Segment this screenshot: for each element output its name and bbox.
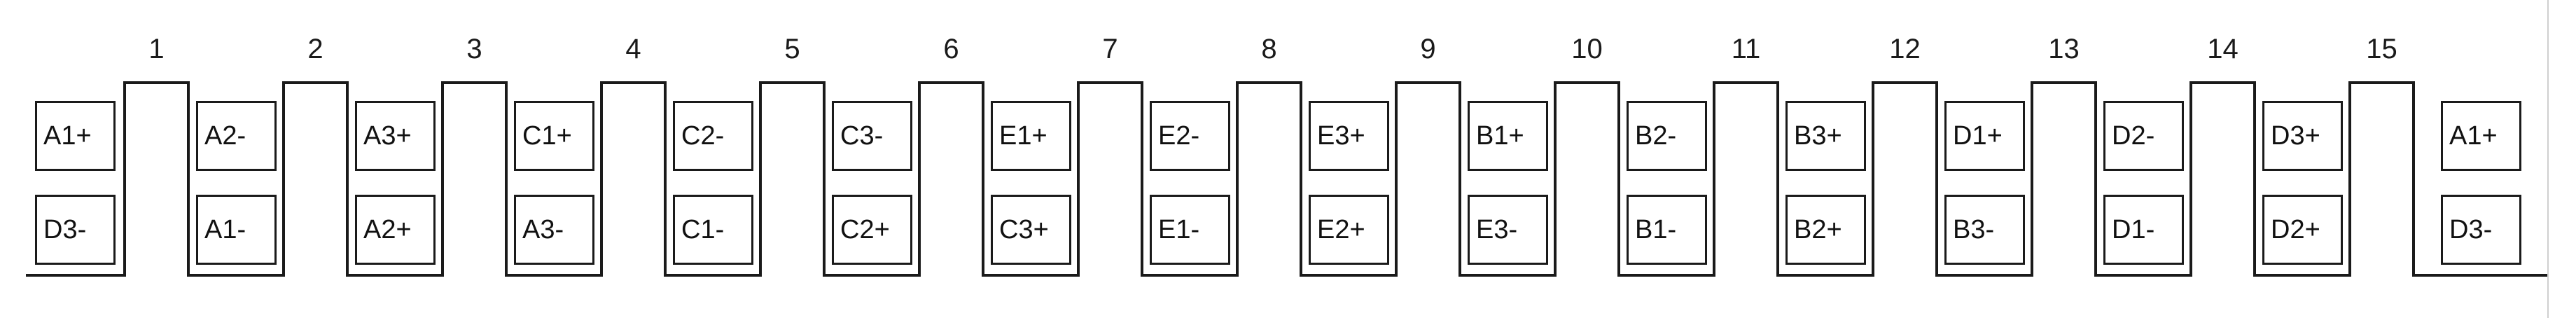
slot-number-14: 14 (2207, 34, 2239, 64)
coil-side-label: C2- (681, 121, 725, 151)
coil-side-box-upper: C2- (673, 101, 753, 171)
coil-side-box-upper: A1+ (35, 101, 116, 171)
coil-side-label: E3- (1476, 215, 1518, 244)
coil-side-box-upper: C1+ (514, 101, 594, 171)
coil-side-label: C2+ (840, 215, 890, 244)
coil-side-box-upper: A2- (196, 101, 277, 171)
coil-side-box-lower: A3- (514, 195, 594, 265)
coil-side-label: D2- (2112, 121, 2155, 151)
coil-side-label: B3+ (1794, 121, 1842, 151)
coil-side-box-upper: D3+ (2262, 101, 2343, 171)
coil-side-box-lower: B1- (1627, 195, 1707, 265)
coil-side-label: C3- (840, 121, 884, 151)
slot-number-4: 4 (625, 34, 641, 64)
coil-side-label: E1+ (999, 121, 1047, 151)
coil-side-box-upper: E3+ (1309, 101, 1389, 171)
coil-side-label: A1+ (43, 121, 92, 151)
coil-side-label: E3+ (1317, 121, 1365, 151)
coil-side-label: A1- (204, 215, 246, 244)
coil-side-label: D2+ (2271, 215, 2320, 244)
slot-number-5: 5 (784, 34, 800, 64)
coil-side-label: A3- (522, 215, 564, 244)
coil-side-label: D1+ (1953, 121, 2003, 151)
coil-side-box-upper: B2- (1627, 101, 1707, 171)
coil-side-box-lower: D3- (35, 195, 116, 265)
coil-side-box-upper: E2- (1150, 101, 1230, 171)
coil-side-label: D3+ (2271, 121, 2320, 151)
slot-number-6: 6 (943, 34, 959, 64)
coil-side-box-lower: D2+ (2262, 195, 2343, 265)
slot-number-10: 10 (1571, 34, 1603, 64)
coil-side-label: B1+ (1476, 121, 1524, 151)
slot-number-3: 3 (466, 34, 482, 64)
coil-side-label: C1- (681, 215, 725, 244)
coil-side-label: C3+ (999, 215, 1049, 244)
slot-number-11: 11 (1731, 34, 1761, 64)
coil-side-label: C1+ (522, 121, 572, 151)
coil-side-box-upper: C3- (832, 101, 912, 171)
coil-side-box-lower: A1- (196, 195, 277, 265)
coil-side-box-lower: B2+ (1785, 195, 1866, 265)
slot-number-7: 7 (1102, 34, 1118, 64)
coil-side-label: A1+ (2449, 121, 2498, 151)
coil-side-box-lower: C2+ (832, 195, 912, 265)
coil-side-label: A2- (204, 121, 246, 151)
coil-side-label: A3+ (363, 121, 412, 151)
coil-side-label: B1- (1635, 215, 1677, 244)
coil-side-label: B2- (1635, 121, 1677, 151)
coil-side-label: D1- (2112, 215, 2155, 244)
coil-side-box-upper: E1+ (991, 101, 1071, 171)
coil-side-box-lower: E2+ (1309, 195, 1389, 265)
coil-side-box-lower: E3- (1468, 195, 1548, 265)
coil-side-box-upper: B3+ (1785, 101, 1866, 171)
slot-number-9: 9 (1420, 34, 1436, 64)
slot-number-12: 12 (1889, 34, 1921, 64)
square-wave-path (26, 81, 2549, 277)
coil-side-label: B2+ (1794, 215, 1842, 244)
coil-side-label: D3- (43, 215, 87, 244)
coil-side-box-upper: D2- (2103, 101, 2184, 171)
coil-side-label: E2- (1158, 121, 1200, 151)
coil-side-box-lower: B3- (1944, 195, 2025, 265)
coil-side-box-upper: D1+ (1944, 101, 2025, 171)
slot-number-15: 15 (2366, 34, 2397, 64)
coil-side-box-upper: A3+ (355, 101, 436, 171)
coil-side-box-lower: A2+ (355, 195, 436, 265)
coil-side-label: E2+ (1317, 215, 1365, 244)
coil-side-box-upper: A1+ (2441, 101, 2521, 171)
slot-number-2: 2 (307, 34, 323, 64)
slot-number-1: 1 (148, 34, 165, 64)
coil-side-box-lower: E1- (1150, 195, 1230, 265)
coil-side-box-lower: C3+ (991, 195, 1071, 265)
coil-side-label: D3- (2449, 215, 2493, 244)
coil-side-box-lower: C1- (673, 195, 753, 265)
slot-number-13: 13 (2048, 34, 2080, 64)
coil-side-box-lower: D1- (2103, 195, 2184, 265)
slot-number-8: 8 (1261, 34, 1277, 64)
page-edge-rule (2547, 0, 2549, 318)
coil-side-label: A2+ (363, 215, 412, 244)
coil-side-box-upper: B1+ (1468, 101, 1548, 171)
coil-side-box-lower: D3- (2441, 195, 2521, 265)
coil-side-label: E1- (1158, 215, 1200, 244)
coil-side-label: B3- (1953, 215, 1995, 244)
